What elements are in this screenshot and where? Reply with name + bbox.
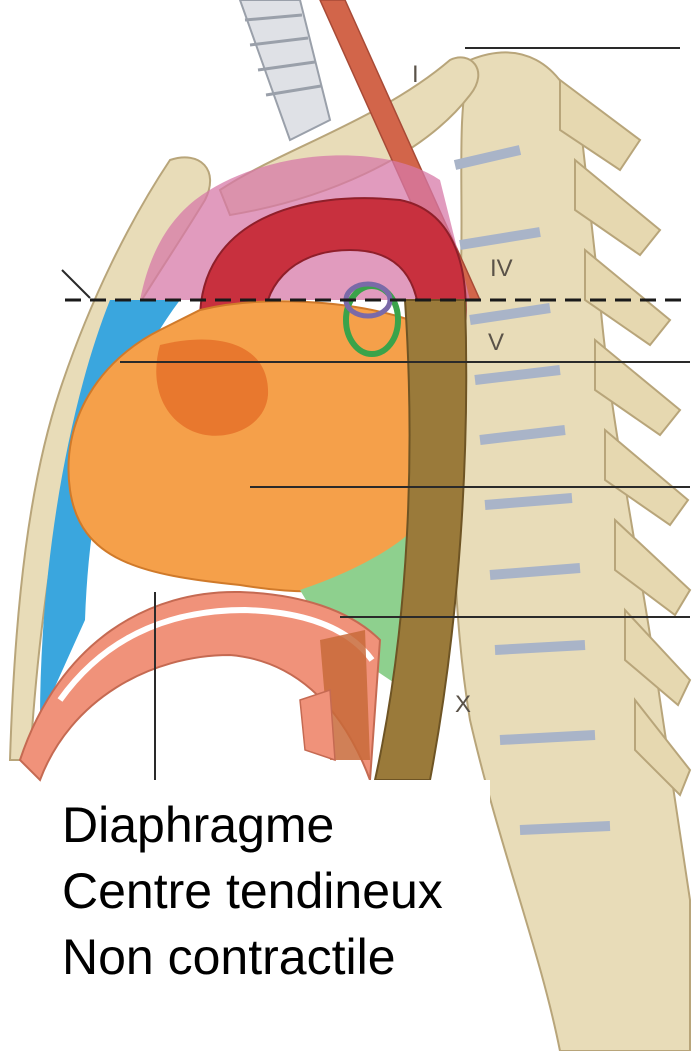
- caption-note: Non contractile: [62, 932, 396, 982]
- caption-subtitle: Centre tendineux: [62, 866, 443, 916]
- caption-title: Diaphragme: [62, 800, 334, 850]
- small-muscle: [300, 690, 335, 760]
- vertebra-label-v: V: [488, 329, 504, 356]
- vertebra-label-i: I: [412, 61, 419, 88]
- vertebra-label-iv: IV: [490, 255, 513, 282]
- vertebra-label-x: X: [455, 691, 471, 718]
- trachea: [240, 0, 330, 140]
